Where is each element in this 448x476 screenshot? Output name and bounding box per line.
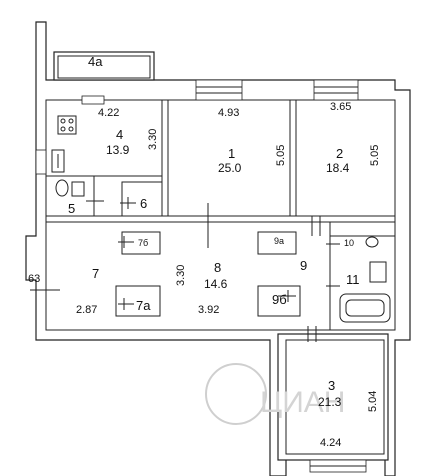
dim-kitchen-width: 4.22 bbox=[98, 107, 119, 119]
dim-room2-width: 3.65 bbox=[330, 101, 351, 113]
room-9b-number: 9a bbox=[274, 236, 284, 246]
watermark-text: ЦИАН bbox=[260, 386, 345, 419]
closet-7a bbox=[115, 285, 161, 317]
dim-room3-depth: 5.04 bbox=[367, 391, 379, 412]
room-11-number: 11 bbox=[346, 272, 360, 287]
sink-10-icon bbox=[365, 236, 379, 248]
room-9a-number: 9б bbox=[272, 292, 287, 307]
closet-9a bbox=[257, 285, 301, 317]
room-8-number: 8 bbox=[214, 260, 221, 275]
room-7b-number: 7б bbox=[138, 238, 148, 248]
room-7a-number: 7a bbox=[136, 298, 151, 313]
sink-icon bbox=[51, 149, 65, 173]
window-room2 bbox=[313, 79, 359, 101]
bathtub-icon bbox=[339, 293, 391, 323]
room-6-number: 6 bbox=[140, 196, 147, 211]
wall-corridor-top bbox=[45, 215, 396, 223]
dim-hall-depth: 3.30 bbox=[175, 265, 187, 286]
closet-9b bbox=[257, 231, 297, 255]
toilet-icon bbox=[55, 179, 69, 197]
room-5-number: 5 bbox=[68, 201, 75, 216]
window-room4 bbox=[81, 95, 105, 105]
dim-room1-depth: 5.05 bbox=[275, 145, 287, 166]
room-1-number: 1 bbox=[228, 146, 235, 161]
door-marks bbox=[30, 195, 340, 342]
dim-entrance: 63 bbox=[28, 273, 40, 285]
dim-room1-width: 4.93 bbox=[218, 107, 239, 119]
room-4-area: 13.9 bbox=[106, 143, 130, 157]
dim-kitchen-depth: 3.30 bbox=[147, 129, 159, 150]
closet-7b bbox=[121, 231, 161, 255]
dim-room2-depth: 5.05 bbox=[369, 145, 381, 166]
room-4a-number: 4a bbox=[88, 54, 103, 69]
dim-room7-width: 2.87 bbox=[76, 304, 97, 316]
room-7-number: 7 bbox=[92, 266, 99, 281]
dim-hall-width: 3.92 bbox=[198, 304, 219, 316]
window-room1 bbox=[195, 79, 243, 101]
stove-icon bbox=[57, 115, 77, 135]
room-3-area: 21.3 bbox=[318, 395, 342, 409]
room-8-area: 14.6 bbox=[204, 277, 228, 291]
room-9-number: 9 bbox=[300, 258, 307, 273]
room-2-number: 2 bbox=[336, 146, 343, 161]
room-3-inner bbox=[285, 339, 385, 455]
balcony-4a-inner bbox=[57, 55, 151, 79]
room-10-number: 10 bbox=[344, 238, 354, 248]
room-2-area: 18.4 bbox=[326, 161, 350, 175]
room-3-number: 3 bbox=[328, 378, 335, 393]
balcony-4a bbox=[53, 51, 155, 81]
outer-wall-inner bbox=[45, 99, 396, 331]
watermark: ЦИАН bbox=[205, 363, 345, 425]
room-4-number: 4 bbox=[116, 127, 123, 142]
window-room4-left bbox=[35, 149, 47, 175]
room-1-area: 25.0 bbox=[218, 161, 242, 175]
dim-room3-width: 4.24 bbox=[320, 437, 341, 449]
washer-icon bbox=[369, 261, 387, 283]
